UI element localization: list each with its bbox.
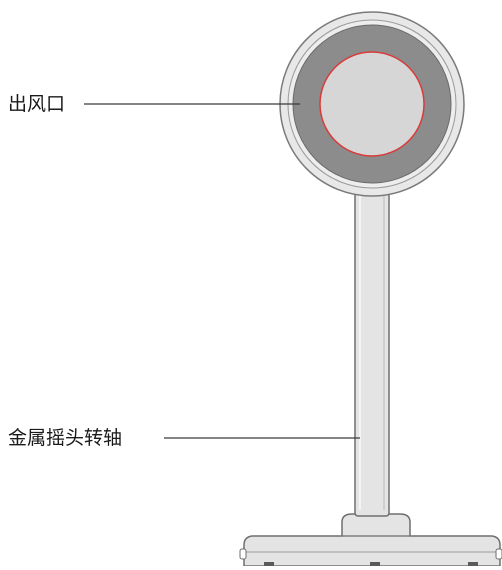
pivot-label: 金属摇头转轴 bbox=[8, 427, 123, 449]
stand-pole bbox=[354, 185, 390, 517]
fan-base bbox=[239, 513, 502, 567]
fan-head bbox=[279, 11, 465, 197]
air-outlet-label: 出风口 bbox=[8, 93, 66, 115]
